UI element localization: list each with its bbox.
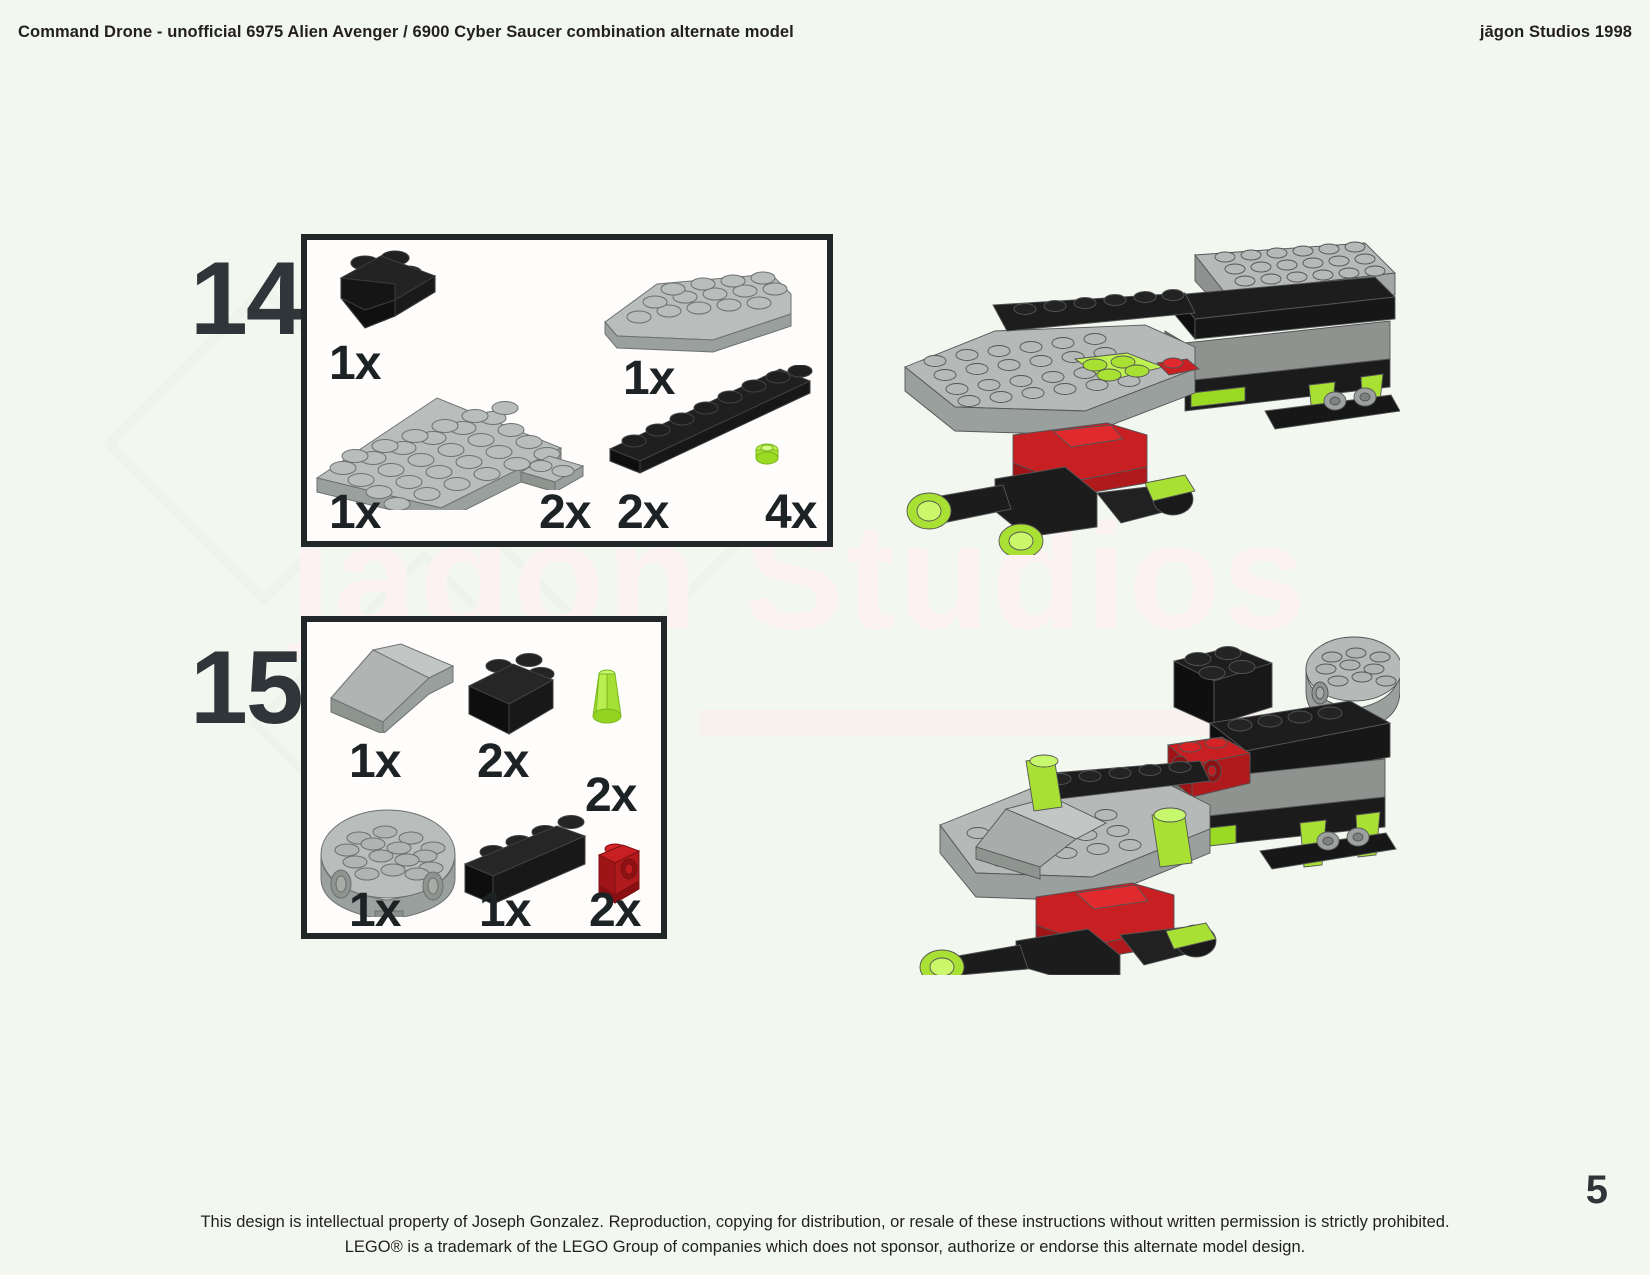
qty-black-slope-2x3-inverted: 1x: [329, 337, 381, 390]
qty-green-trans-round-1x1: 4x: [765, 486, 817, 539]
qty-red-brick-1x1-side-stud: 2x: [589, 884, 641, 937]
part-black-plate-1x8: [602, 365, 817, 475]
part-green-trans-cone-1x1: [583, 664, 631, 732]
part-black-brick-1x4: [457, 806, 592, 906]
qty-black-brick-1x4: 1x: [479, 884, 531, 937]
page-header: Command Drone - unofficial 6975 Alien Av…: [0, 0, 1650, 60]
parts-box-step-15: 1x 2x: [301, 616, 667, 939]
parts-box-step-14: 1x: [301, 234, 833, 547]
part-gray-plate-4x8: [309, 360, 574, 510]
studio-credit: jāgon Studios 1998: [1479, 23, 1632, 41]
part-black-brick-2x2: [455, 650, 560, 740]
page-title: Command Drone - unofficial 6975 Alien Av…: [18, 23, 794, 41]
part-black-slope-2x3-inverted: [323, 250, 448, 340]
model-step-15: [880, 615, 1403, 985]
page-number: 5: [1585, 1168, 1608, 1212]
part-gray-wing-plate-3x6: [595, 258, 800, 353]
page-footer: This design is intellectual property of …: [0, 1210, 1650, 1261]
qty-black-plate-1x8: 2x: [617, 486, 669, 539]
part-gray-round-brick-4x4: [315, 792, 470, 917]
part-green-trans-round-1x1: [747, 436, 787, 476]
qty-gray-round-brick-4x4: 1x: [349, 884, 401, 937]
qty-gray-plate-4x8: 1x: [329, 486, 381, 539]
qty-green-trans-cone-1x1: 2x: [585, 769, 637, 822]
part-red-brick-1x1-side-stud: [589, 837, 647, 907]
footer-line-copyright: This design is intellectual property of …: [200, 1212, 1450, 1231]
qty-gray-plate-1x2: 2x: [539, 486, 591, 539]
step-number-15: 15: [190, 630, 304, 746]
model-step-14: [895, 235, 1401, 560]
part-gray-slope-2x4: [325, 638, 465, 733]
qty-gray-slope-2x4: 1x: [349, 735, 401, 788]
qty-black-brick-2x2: 2x: [477, 735, 529, 788]
part-gray-plate-1x2: [515, 440, 590, 490]
footer-line-trademark: LEGO® is a trademark of the LEGO Group o…: [344, 1238, 1306, 1257]
step-number-14: 14: [190, 241, 304, 357]
qty-gray-wing-plate-3x6: 1x: [623, 352, 675, 405]
